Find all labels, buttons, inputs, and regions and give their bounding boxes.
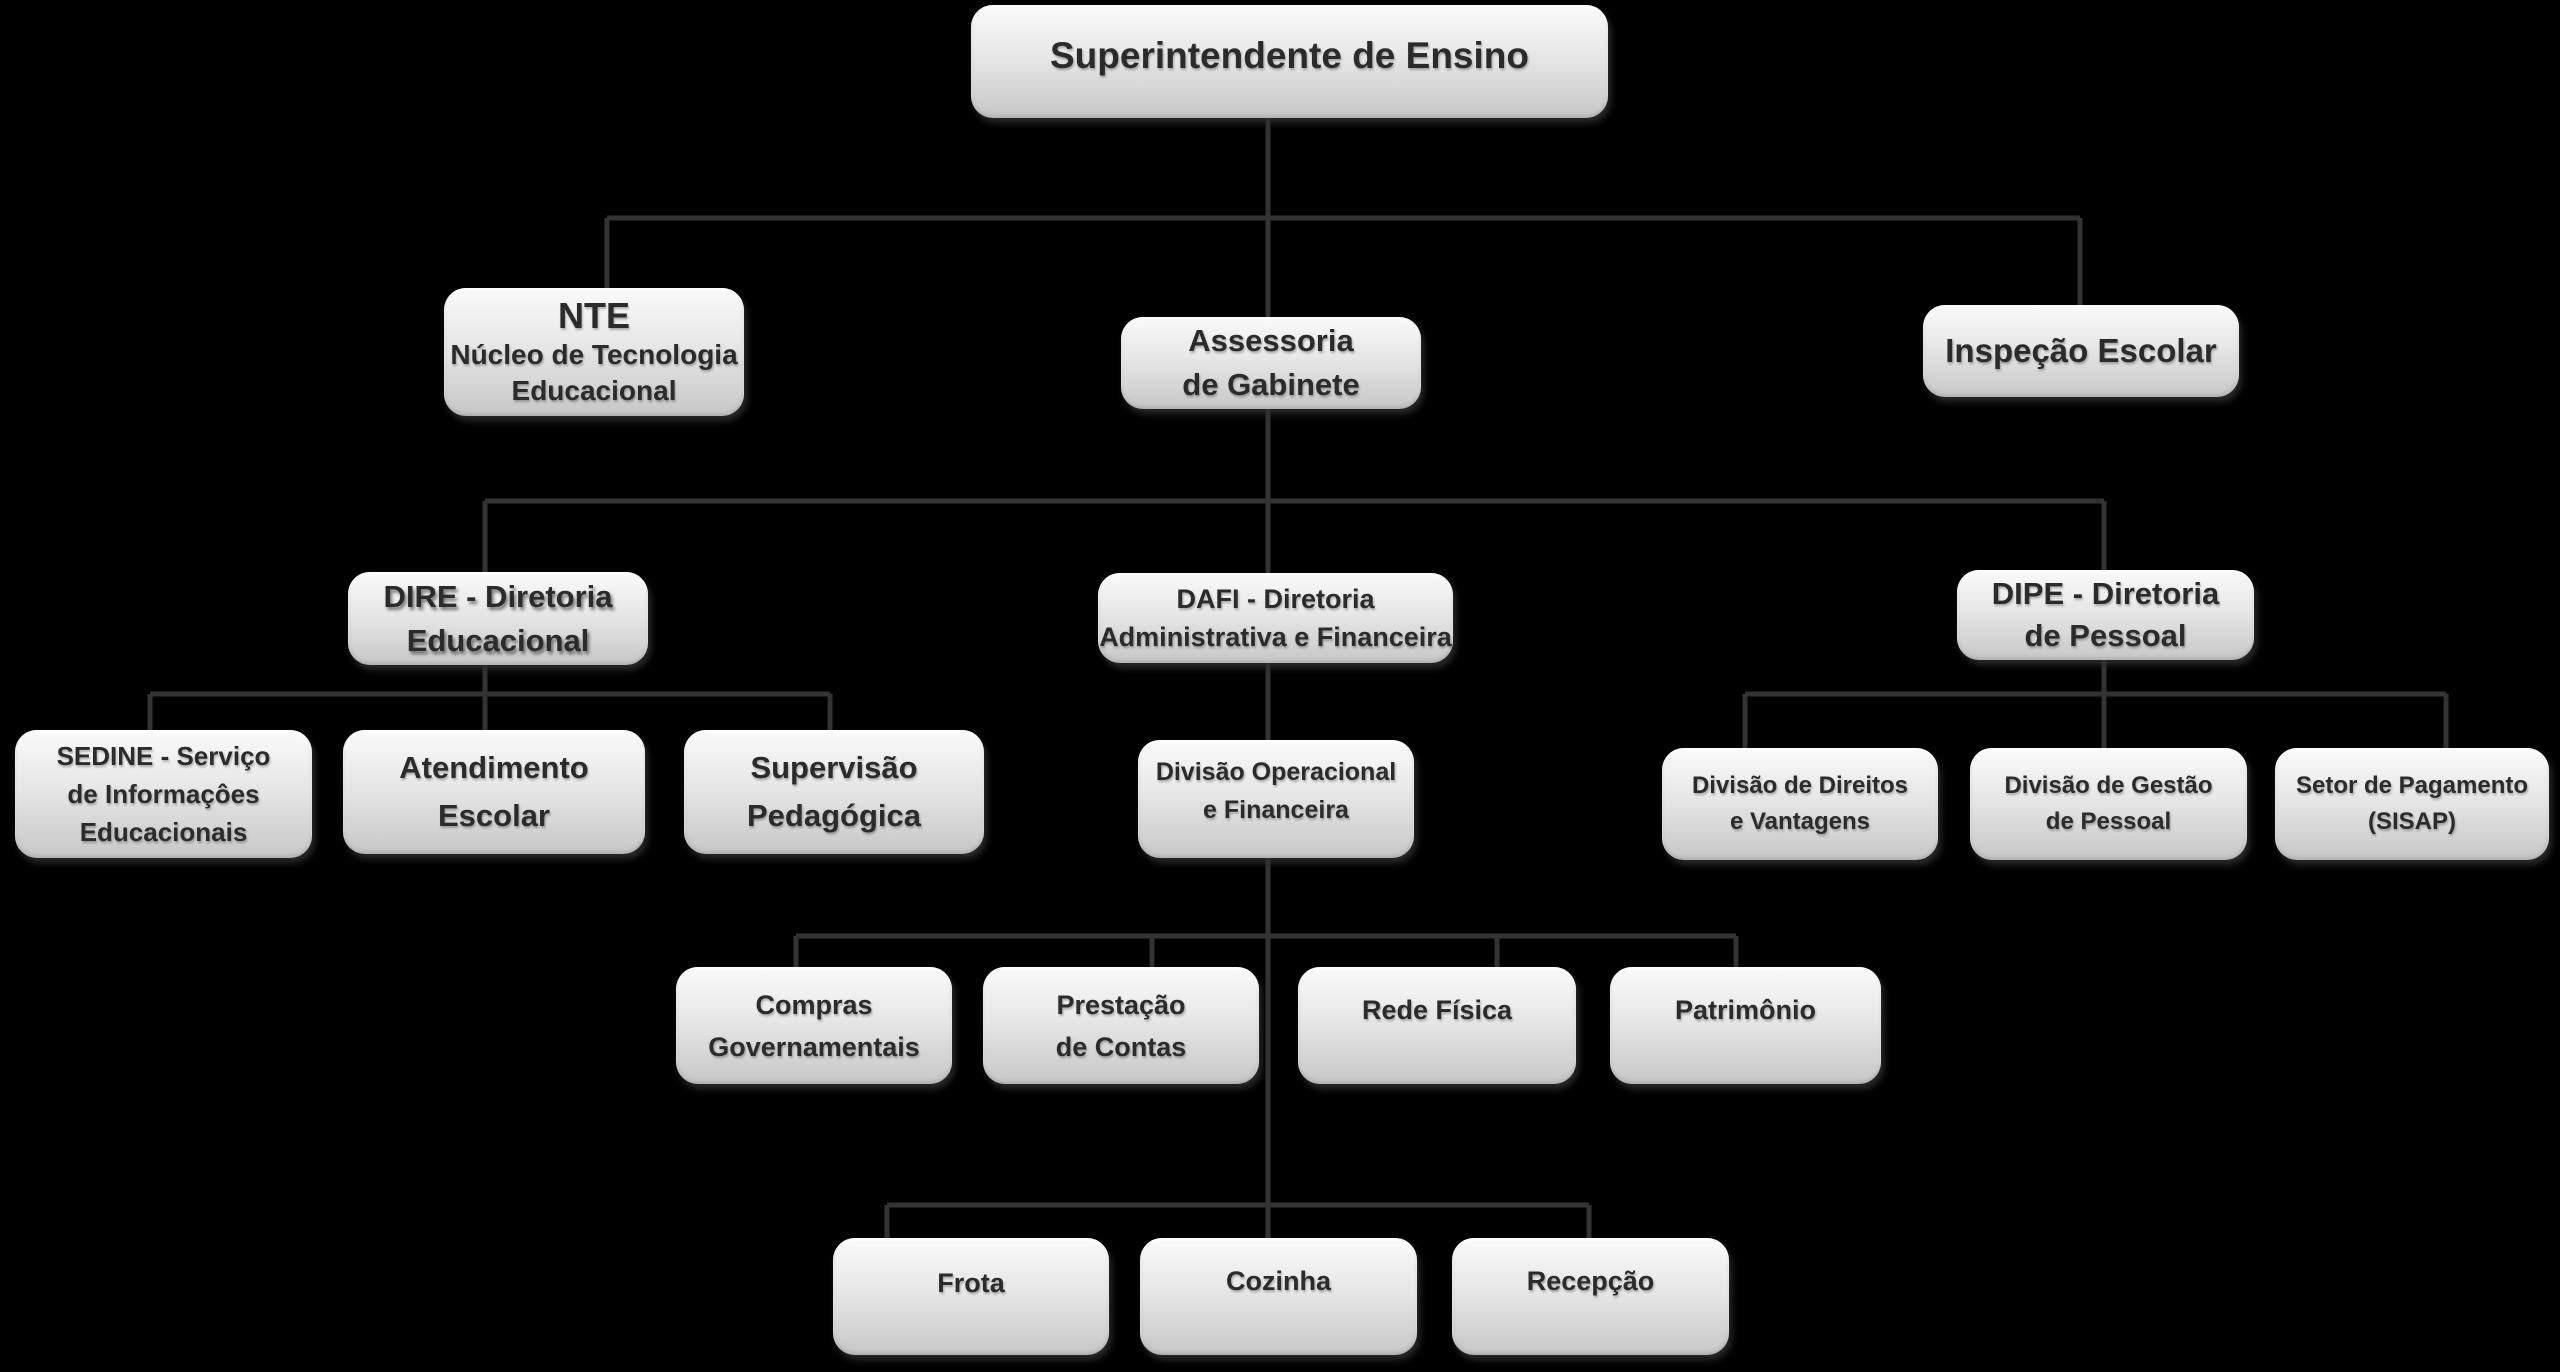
node-label: Patrimônio — [1674, 995, 1816, 1025]
node-label-line2: (SISAP) — [2367, 808, 2456, 835]
node-label-line2: e Financeira — [1203, 796, 1349, 824]
node-atendimento-escolar: Atendimento Escolar — [343, 730, 645, 854]
node-dafi-diretoria-administrativa-financeira: DAFI - Diretoria Administrativa e Financ… — [1098, 573, 1453, 663]
node-label-line1: Prestação — [1056, 989, 1186, 1020]
node-label-line1: Assessoria — [1188, 323, 1354, 358]
node-title: NTE — [558, 295, 630, 336]
node-label-line2: de Gabinete — [1182, 367, 1360, 402]
node-label-line1: SEDINE - Serviço — [56, 741, 271, 771]
node-recepcao: Recepção — [1452, 1238, 1729, 1355]
node-label: Cozinha — [1226, 1266, 1331, 1296]
node-label: Rede Física — [1361, 995, 1513, 1025]
node-compras-governamentais: Compras Governamentais — [676, 967, 952, 1084]
node-label: Inspeção Escolar — [1945, 332, 2217, 369]
node-patrimonio: Patrimônio — [1610, 967, 1881, 1084]
node-label-line1: Supervisão — [750, 750, 918, 785]
node-divisao-operacional-financeira: Divisão Operacional e Financeira — [1138, 740, 1414, 858]
node-supervisao-pedagogica: Supervisão Pedagógica — [684, 730, 984, 854]
connector-level2-level3 — [482, 409, 2107, 573]
node-rede-fisica: Rede Física — [1298, 967, 1576, 1084]
node-label-line2: Pedagógica — [747, 798, 921, 833]
node-label-line1: Divisão de Direitos — [1691, 772, 1909, 799]
node-assessoria-de-gabinete: Assessoria de Gabinete — [1121, 317, 1421, 409]
node-label-line1: Divisão Operacional — [1155, 758, 1397, 786]
node-sedine-servico-informacoes-educacionais: SEDINE - Serviço de Informaçôes Educacio… — [15, 730, 312, 858]
node-label-line1: Setor de Pagamento — [2295, 772, 2529, 799]
node-label-line2: de Contas — [1055, 1031, 1187, 1062]
node-label-line2: de Informaçôes — [67, 779, 260, 809]
node-setor-pagamento-sisap: Setor de Pagamento (SISAP) — [2275, 748, 2549, 860]
node-cozinha: Cozinha — [1140, 1238, 1417, 1355]
node-dipe-diretoria-de-pessoal: DIPE - Diretoria de Pessoal — [1957, 570, 2254, 660]
node-label-line1: DIRE - Diretoria — [383, 578, 613, 614]
connector-divop-children — [793, 858, 1739, 1205]
node-label-line1: Compras — [755, 989, 873, 1020]
node-label-line2: Escolar — [437, 798, 550, 833]
node-nte: NTE Núcleo de Tecnologia Educacional — [444, 288, 744, 416]
node-prestacao-de-contas: Prestação de Contas — [983, 967, 1259, 1084]
node-divisao-gestao-pessoal: Divisão de Gestão de Pessoal — [1970, 748, 2247, 860]
node-subtitle-line2: Educacional — [511, 375, 677, 406]
node-divisao-direitos-vantagens: Divisão de Direitos e Vantagens — [1662, 748, 1938, 860]
node-label-line2: de Pessoal — [2024, 618, 2187, 653]
node-label-line3: Educacionais — [79, 817, 248, 847]
node-inspecao-escolar: Inspeção Escolar — [1923, 305, 2239, 397]
node-label: Superintendente de Ensino — [1050, 34, 1529, 76]
node-label-line1: DAFI - Diretoria — [1176, 584, 1375, 614]
node-label-line2: e Vantagens — [1729, 808, 1871, 835]
node-frota: Frota — [833, 1238, 1109, 1355]
node-label-line2: de Pessoal — [2045, 808, 2172, 835]
connector-bottom-row — [884, 1202, 1592, 1238]
node-label-line2: Educacional — [406, 622, 590, 658]
connector-dipe-children — [1742, 660, 2449, 748]
connector-dire-children — [147, 665, 833, 730]
node-label-line1: Atendimento — [399, 750, 589, 785]
node-label-line1: DIPE - Diretoria — [1991, 576, 2220, 611]
node-label: Frota — [937, 1268, 1005, 1298]
node-label-line2: Administrativa e Financeira — [1099, 622, 1452, 652]
connector-level1-level2 — [604, 118, 2083, 317]
node-label-line2: Governamentais — [708, 1031, 920, 1062]
node-label: Recepção — [1526, 1266, 1655, 1296]
node-label-line1: Divisão de Gestão — [2004, 772, 2213, 799]
node-dire-diretoria-educacional: DIRE - Diretoria Educacional — [348, 572, 648, 665]
node-superintendente-de-ensino: Superintendente de Ensino — [971, 5, 1608, 118]
node-subtitle-line1: Núcleo de Tecnologia — [450, 339, 738, 370]
